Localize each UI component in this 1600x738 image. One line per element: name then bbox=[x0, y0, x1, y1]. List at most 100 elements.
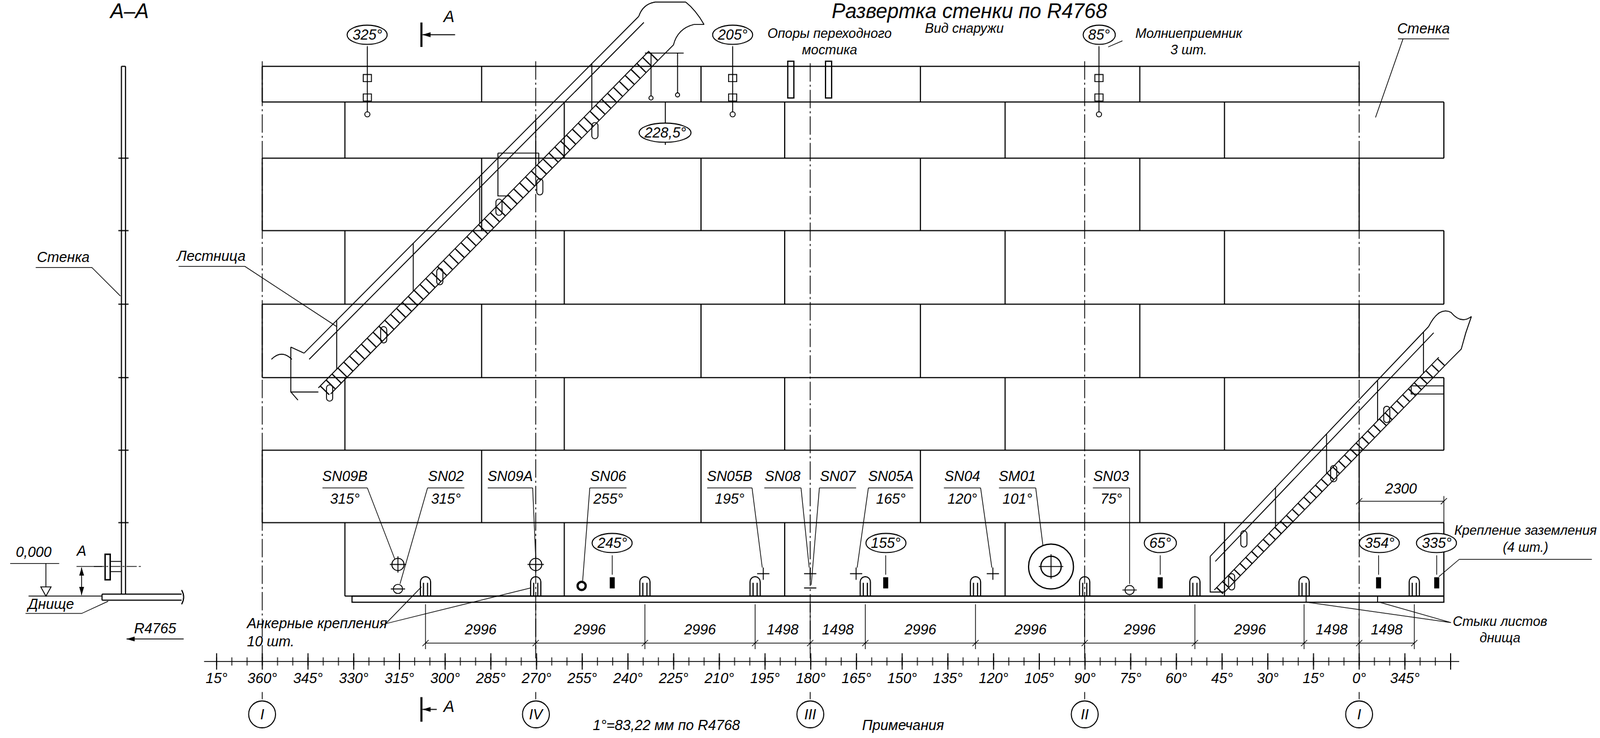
nozzle-tag: SN09B bbox=[322, 467, 368, 486]
grounding-lug bbox=[1376, 577, 1381, 588]
section-dimension bbox=[81, 567, 83, 596]
scale-label: 75° bbox=[1119, 669, 1142, 688]
axis-marker: II bbox=[1070, 699, 1100, 729]
bridge-bracket-end bbox=[675, 92, 680, 97]
section-title: А–А bbox=[110, 0, 149, 24]
scale-label: 0° bbox=[1352, 669, 1366, 688]
scale-label: 180° bbox=[796, 669, 826, 688]
angle-callout: 245° bbox=[591, 532, 634, 554]
angle-value: 335° bbox=[1421, 534, 1452, 553]
nozzle-tag: SN05B bbox=[707, 467, 753, 486]
nozzle-symbol bbox=[577, 581, 586, 590]
dimension: 2996 bbox=[573, 620, 606, 639]
right-ladder bbox=[1210, 310, 1472, 592]
wall-plate-seams bbox=[262, 66, 1445, 596]
dimension: 1498 bbox=[1315, 620, 1348, 639]
dimension: 2996 bbox=[904, 620, 937, 639]
scale-label: 90° bbox=[1073, 669, 1096, 688]
ladder-bracket bbox=[496, 199, 503, 216]
nozzle-angle: 315° bbox=[431, 489, 461, 509]
lightning-rod-foot bbox=[1096, 112, 1102, 118]
scale-label: 255° bbox=[567, 669, 597, 688]
scale-label: 105° bbox=[1024, 669, 1055, 688]
nozzle-tag: SN04 bbox=[944, 467, 980, 486]
axis-marker: IV bbox=[521, 699, 551, 729]
angle-value: 245° bbox=[597, 534, 627, 553]
scale-label: 300° bbox=[430, 669, 460, 688]
ladder-bracket bbox=[436, 268, 443, 285]
scale-label: 150° bbox=[887, 669, 917, 688]
angle-ellipse-outline bbox=[592, 532, 633, 553]
angle-value: 155° bbox=[870, 534, 901, 553]
nozzle-leaders bbox=[322, 487, 1130, 585]
angle-ellipse-outline bbox=[865, 532, 906, 553]
callout-text: Опоры переходного мостика bbox=[758, 25, 902, 59]
nozzle-tag: SM01 bbox=[998, 467, 1036, 486]
left-ladder bbox=[271, 2, 705, 400]
axis-numeral: I bbox=[1357, 705, 1362, 724]
section-wall bbox=[118, 66, 129, 594]
nozzle-tag: SN09A bbox=[487, 467, 533, 486]
lug-leaders bbox=[367, 45, 1437, 575]
grounding-lug bbox=[1434, 577, 1439, 588]
dimension: 2996 bbox=[1123, 620, 1156, 639]
ladder-bracket bbox=[536, 178, 544, 196]
callout-text: Стенка bbox=[36, 248, 90, 267]
axis-marker: I bbox=[1344, 699, 1374, 729]
angle-callout: 155° bbox=[865, 532, 907, 554]
axis-marker: III bbox=[796, 699, 825, 729]
angle-ellipse-outline bbox=[1359, 532, 1400, 553]
axis-circle-outline bbox=[522, 700, 550, 729]
section-nozzle-flange bbox=[105, 553, 111, 580]
dimension: 2996 bbox=[684, 620, 716, 639]
nozzle-crosses bbox=[389, 553, 1137, 590]
angle-value: 325° bbox=[352, 26, 382, 45]
grounding-lug bbox=[1158, 577, 1163, 588]
dimension: А bbox=[76, 542, 87, 561]
elevation-symbol bbox=[28, 563, 103, 597]
angle-callout: 65° bbox=[1143, 532, 1178, 554]
scale-label: 195° bbox=[750, 669, 780, 688]
dimension: 2996 bbox=[1014, 620, 1047, 639]
nozzle-tag: SN03 bbox=[1093, 467, 1129, 486]
nozzle-angle: 120° bbox=[947, 489, 978, 509]
nozzle-angle: 75° bbox=[1100, 489, 1122, 509]
ladder-brackets bbox=[326, 122, 1390, 590]
grounding-lugs bbox=[610, 577, 1439, 588]
angle-callout: 354° bbox=[1358, 532, 1401, 554]
angle-value: 65° bbox=[1149, 534, 1172, 553]
angle-callout: 325° bbox=[346, 24, 389, 46]
axis-circle-outline bbox=[796, 700, 824, 729]
axis-numeral: II bbox=[1080, 705, 1089, 724]
ladder-bracket bbox=[326, 384, 333, 402]
notes-heading: Примечания bbox=[862, 716, 945, 735]
elevation-triangle bbox=[40, 586, 51, 596]
anchor-clips bbox=[420, 576, 1420, 596]
scale-label: 30° bbox=[1257, 669, 1279, 688]
angle-value: 228,5° bbox=[644, 123, 686, 143]
callout-leaders bbox=[10, 39, 1593, 624]
nozzle-tag: SN06 bbox=[590, 467, 626, 486]
grounding-lug bbox=[610, 577, 615, 588]
dimension: 2996 bbox=[1233, 620, 1266, 639]
scale-label: 225° bbox=[658, 669, 688, 688]
right-ladder-rungs bbox=[1219, 359, 1444, 591]
scale-label: 165° bbox=[841, 669, 872, 688]
scale-label: 315° bbox=[384, 669, 415, 688]
angle-callout: 85° bbox=[1082, 24, 1117, 46]
callout-text: Молниеприемник 3 шт. bbox=[1129, 25, 1247, 59]
lightning-rod-foot bbox=[729, 112, 735, 118]
nozzle-tag: SN02 bbox=[428, 467, 464, 486]
scale-label: 120° bbox=[978, 669, 1009, 688]
dimension: 1498 bbox=[1370, 620, 1403, 639]
section-letter: А bbox=[443, 695, 455, 717]
section-bottom-plate bbox=[101, 589, 184, 604]
ladder-bracket bbox=[380, 326, 387, 343]
nozzle-angle: 165° bbox=[875, 489, 906, 509]
scale-label: 345° bbox=[293, 669, 323, 688]
angle-ellipse-outline bbox=[712, 24, 754, 45]
scale-label: 15° bbox=[205, 669, 228, 688]
scale-label: 330° bbox=[338, 669, 369, 688]
ladder-bracket bbox=[591, 122, 599, 139]
